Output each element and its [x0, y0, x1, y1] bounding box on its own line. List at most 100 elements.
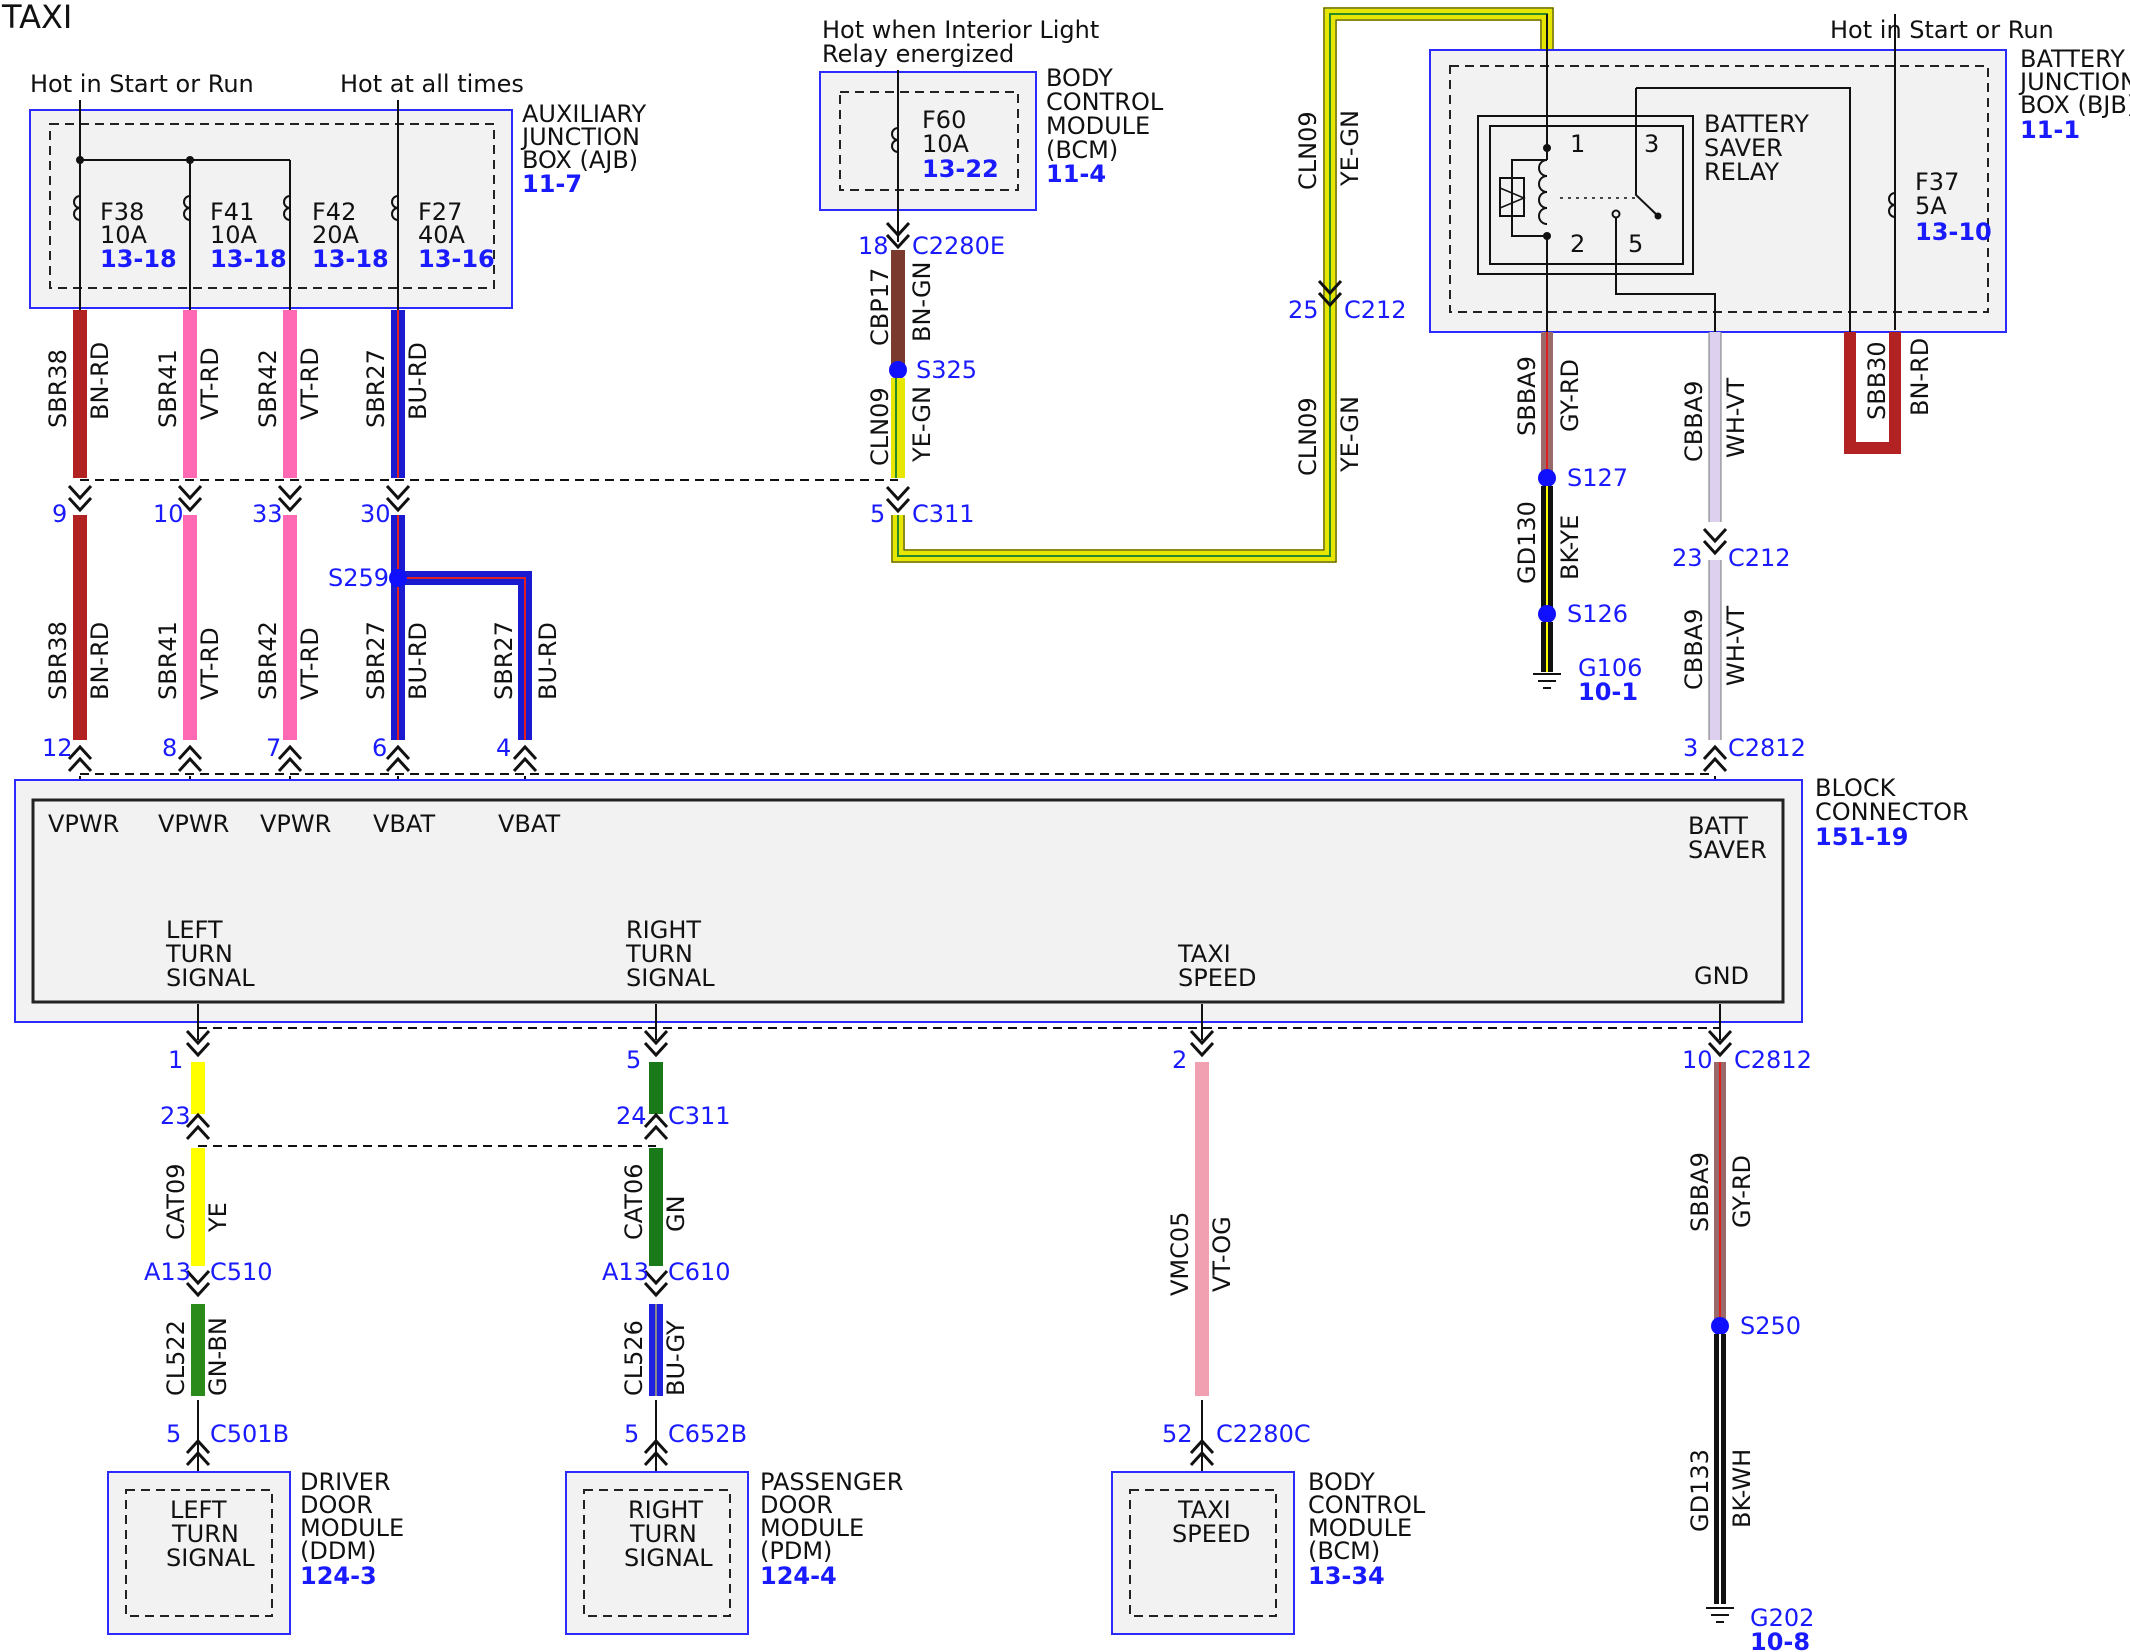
bcm-bottom-ref: 13-34	[1308, 1562, 1385, 1590]
label-whvt-lower: WH-VT	[1722, 606, 1750, 686]
pdm-inner-1: RIGHT	[628, 1496, 703, 1524]
label-cat09: CAT09	[162, 1163, 190, 1240]
bcm-bottom-name-1: BODY	[1308, 1468, 1375, 1496]
label-sbr27-upper: SBR27	[362, 349, 390, 428]
fuse-f42-icon	[283, 195, 291, 221]
wire-sbr41-upper	[183, 310, 197, 478]
label-burd-branch: BU-RD	[534, 622, 562, 700]
battery-junction-box: Hot in Start or Run BATTERY JUNCTION BOX…	[1429, 14, 2130, 340]
block-right-turn-1: RIGHT	[626, 916, 701, 944]
bjb-hot-label: Hot in Start or Run	[1830, 16, 2054, 44]
fuse-f37-id: F37	[1915, 168, 1959, 196]
label-yegn-bcm: YE-GN	[908, 386, 936, 463]
label-gyrd-lower: GY-RD	[1728, 1155, 1756, 1228]
label-bnrd-lower: BN-RD	[86, 622, 114, 700]
pdm-inner-2: TURN	[629, 1520, 697, 1548]
pin-a13-c610: A13	[602, 1258, 649, 1286]
wire-cl522	[191, 1304, 205, 1396]
label-bnrd-upper: BN-RD	[86, 342, 114, 420]
label-sbr27-branch: SBR27	[490, 621, 518, 700]
wire-sbr41-lower	[183, 515, 197, 740]
wire-sbr38-lower	[73, 515, 87, 740]
label-vtog: VT-OG	[1208, 1216, 1236, 1292]
ground-g202: G202	[1750, 1604, 1814, 1632]
pin-3-c2812: 3	[1683, 734, 1698, 762]
pin-5-right: 5	[626, 1046, 641, 1074]
fuse-f37-ref: 13-10	[1915, 218, 1992, 246]
ground-g106-icon	[1533, 673, 1561, 689]
label-bnrd-sbb30: BN-RD	[1906, 338, 1934, 416]
pdm-box	[565, 1471, 749, 1635]
pin-33: 33	[252, 500, 283, 528]
wire-sbr38-upper	[73, 310, 87, 478]
pin-5-c652b: 5	[624, 1420, 639, 1448]
relay-pin-5: 5	[1628, 230, 1643, 258]
svg-text:10A: 10A	[100, 221, 148, 249]
fuse-f42: F42 20A 13-18	[312, 198, 389, 273]
wire-cbp17	[891, 250, 905, 370]
bcm-hot-line-2: Relay energized	[822, 40, 1014, 68]
label-ye: YE	[204, 1202, 232, 1233]
bjb-box	[1429, 49, 2007, 333]
ajb-box	[29, 109, 513, 309]
pin-2: 2	[1172, 1046, 1187, 1074]
svg-text:13-18: 13-18	[312, 245, 389, 273]
diagram-title: TAXI	[1, 0, 72, 36]
relay-pin-1: 1	[1570, 130, 1585, 158]
connector-c2812-bot: C2812	[1734, 1046, 1812, 1074]
wire-gn-short	[649, 1062, 663, 1114]
ajb-name-line-2: JUNCTION	[520, 123, 640, 151]
splice-s325-label: S325	[916, 356, 977, 384]
ddm-inner-3: SIGNAL	[166, 1544, 255, 1572]
fuse-f41: F41 10A 13-18	[210, 198, 287, 273]
label-cln09-bcm: CLN09	[866, 387, 894, 466]
svg-text:20A: 20A	[312, 221, 360, 249]
relay-name-1: BATTERY	[1704, 110, 1809, 138]
block-bottom-connector: 1 5 2 10 C2812	[168, 1004, 1812, 1074]
bcm-top-box	[819, 71, 1037, 211]
label-gd133: GD133	[1686, 1449, 1714, 1532]
svg-text:F41: F41	[210, 198, 254, 226]
pin-7: 7	[266, 734, 281, 762]
wire-cbba9: CBBA9 WH-VT 23 C212 CBBA9 WH-VT	[1672, 332, 1791, 740]
splice-s126-label: S126	[1567, 600, 1628, 628]
bcm-bottom-box	[1111, 1471, 1295, 1635]
block-pin-vbat-2: VBAT	[498, 810, 560, 838]
wire-vmc05	[1195, 1062, 1209, 1396]
driver-door-module: LEFT TURN SIGNAL DRIVER DOOR MODULE (DDM…	[107, 1468, 404, 1635]
pdm-inner	[583, 1489, 731, 1617]
pdm-ref: 124-4	[760, 1562, 837, 1590]
bcm-bottom-name-4: (BCM)	[1308, 1537, 1380, 1565]
bjb-inner-dashed	[1449, 65, 1989, 313]
pin-52: 52	[1162, 1420, 1193, 1448]
block-pin-vpwr-3: VPWR	[260, 810, 331, 838]
taxi-speed-chain: VMC05 VT-OG 52 C2280C	[1162, 1062, 1311, 1472]
splice-s325	[889, 361, 907, 379]
ground-g106: G106	[1578, 654, 1642, 682]
block-pin-vpwr-1: VPWR	[48, 810, 119, 838]
ddm-name-3: MODULE	[300, 1514, 404, 1542]
ajb-hot-run-label: Hot in Start or Run	[30, 70, 254, 98]
wire-cbba9-upper	[1709, 332, 1721, 522]
fuse-f60-amp: 10A	[922, 130, 970, 158]
label-bkwh: BK-WH	[1728, 1449, 1756, 1528]
ddm-box	[107, 1471, 291, 1635]
relay-contact-icon	[1654, 212, 1662, 220]
splice-s126	[1538, 605, 1556, 623]
label-yegn-loop-upper: YE-GN	[1336, 110, 1364, 187]
label-cat06: CAT06	[620, 1163, 648, 1240]
label-yegn-loop-lower: YE-GN	[1336, 396, 1364, 473]
ddm-ref: 124-3	[300, 1562, 377, 1590]
label-sbba9-upper: SBBA9	[1513, 356, 1541, 436]
relay-inner	[1489, 125, 1684, 265]
pdm-name-1: PASSENGER	[760, 1468, 903, 1496]
fuse-f60-ref: 13-22	[922, 155, 999, 183]
splice-s127	[1538, 469, 1556, 487]
pdm-name-3: MODULE	[760, 1514, 864, 1542]
fuse-f37-icon	[1888, 192, 1896, 218]
label-bugy: BU-GY	[662, 1320, 690, 1396]
bcm-top-inner	[839, 91, 1019, 191]
pdm-name-2: DOOR	[760, 1491, 833, 1519]
svg-text:F38: F38	[100, 198, 144, 226]
